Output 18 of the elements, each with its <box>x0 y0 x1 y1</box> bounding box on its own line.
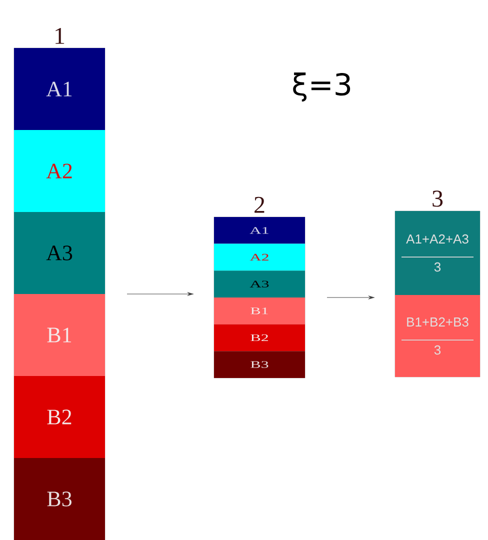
average-cell: B1+B2+B3 3 <box>395 295 480 377</box>
parameter-label: ξ=3 <box>293 72 350 102</box>
block-cell: A2 <box>214 244 305 271</box>
block-cell: B1 <box>14 294 105 376</box>
block-cell: A3 <box>14 212 105 294</box>
block-cell: B3 <box>214 351 305 378</box>
block-cell: B2 <box>14 376 105 458</box>
block-cell: A2 <box>14 130 105 212</box>
node-label: 3 <box>432 190 443 207</box>
node-label: 1 <box>56 28 64 44</box>
block-cell: A1 <box>214 216 305 244</box>
node-label: 2 <box>254 196 264 213</box>
block-cell: B3 <box>14 458 105 540</box>
block-cell: A1 <box>14 48 105 130</box>
block-cell: B2 <box>214 324 305 352</box>
average-cell: A1+A2+A3 3 <box>395 211 480 295</box>
block-cell: B1 <box>214 297 305 324</box>
block-cell: A3 <box>214 270 305 298</box>
